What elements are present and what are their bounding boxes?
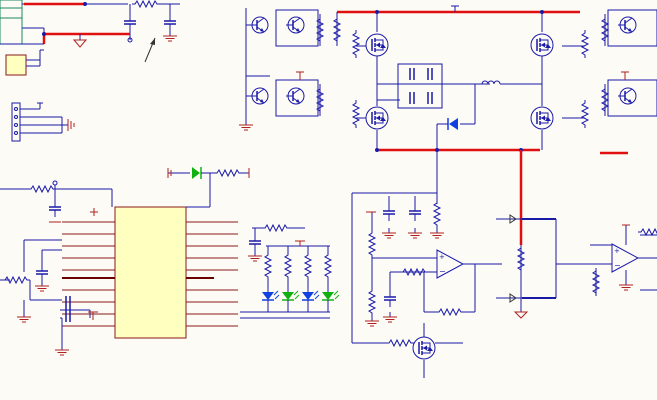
capacitor-bank bbox=[397, 63, 443, 109]
small-ic-icon bbox=[5, 54, 27, 76]
ic-left-wiring bbox=[0, 180, 113, 356]
h-bridge-power-stage bbox=[333, 5, 628, 245]
gate-driver-left bbox=[238, 8, 324, 131]
diode-icon bbox=[449, 118, 458, 130]
inductor-icon bbox=[481, 80, 501, 85]
shunt-sense-circuit bbox=[496, 214, 657, 319]
ic-right-wiring bbox=[247, 224, 330, 262]
led-icon bbox=[192, 167, 200, 179]
pin-header-connector bbox=[11, 102, 75, 142]
microcontroller-ic[interactable] bbox=[62, 206, 238, 339]
led-bank bbox=[240, 246, 340, 319]
current-sense-amplifier bbox=[351, 192, 502, 378]
ic-chip-icon[interactable] bbox=[114, 206, 187, 339]
status-led-circuit bbox=[167, 167, 250, 208]
connector-icon bbox=[11, 102, 21, 142]
gate-driver-right bbox=[562, 9, 657, 129]
top-left-circuit bbox=[0, 0, 180, 76]
